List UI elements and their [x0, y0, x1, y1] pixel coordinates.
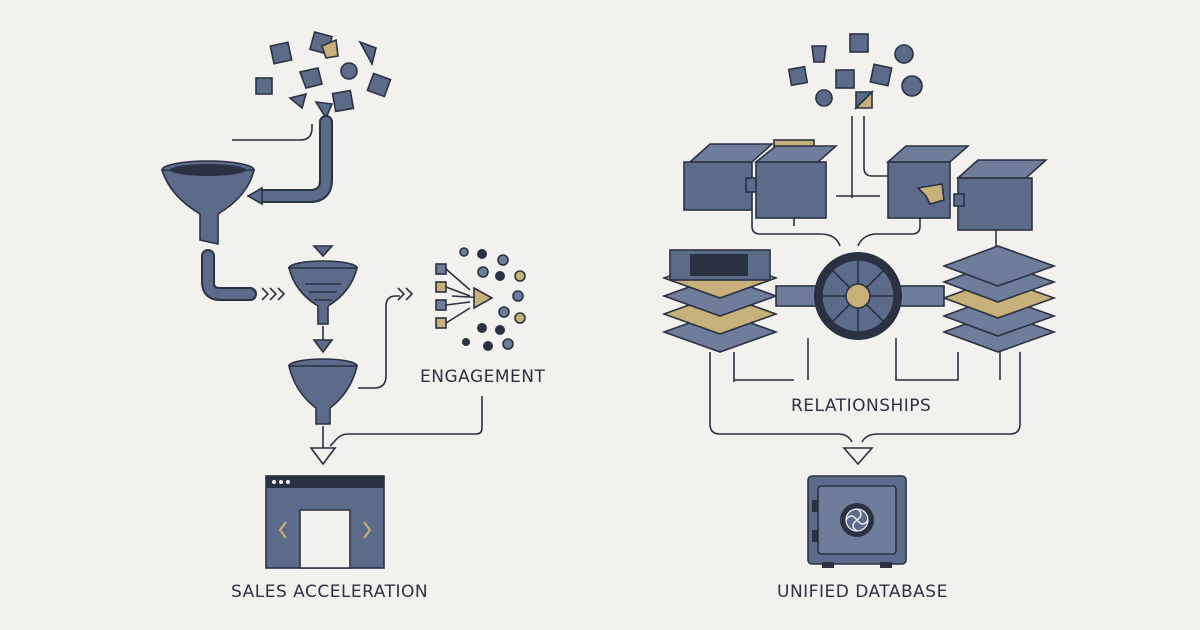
chevron-arrows-icon	[261, 287, 286, 301]
safe-vault-icon	[807, 475, 907, 568]
engagement-label: ENGAGEMENT	[420, 367, 546, 387]
open-box-icon	[885, 145, 971, 219]
unified-database-label: UNIFIED DATABASE	[777, 582, 948, 602]
browser-window-icon	[265, 475, 385, 569]
input-pipe	[232, 115, 333, 206]
layer-stack-icon	[661, 249, 779, 353]
scattered-shapes-icon	[255, 30, 392, 120]
open-box-icon	[683, 143, 775, 211]
open-box-icon	[753, 139, 839, 219]
funnel-icon	[287, 358, 359, 425]
relationships-label: RELATIONSHIPS	[791, 396, 932, 416]
funnel-outlet-pipe	[201, 249, 257, 301]
scattered-shapes-icon	[787, 33, 923, 110]
network-nodes-icon	[435, 247, 526, 351]
layer-stack-icon	[941, 245, 1057, 353]
sales-acceleration-label: SALES ACCELERATION	[231, 582, 429, 602]
arrow-icon	[312, 326, 334, 354]
hub-wheel-icon	[814, 252, 902, 340]
chevron-arrows-icon	[397, 287, 414, 301]
arrow-icon	[312, 245, 334, 258]
funnel-icon	[160, 160, 256, 245]
open-box-icon	[953, 159, 1049, 231]
funnel-icon	[287, 260, 359, 325]
